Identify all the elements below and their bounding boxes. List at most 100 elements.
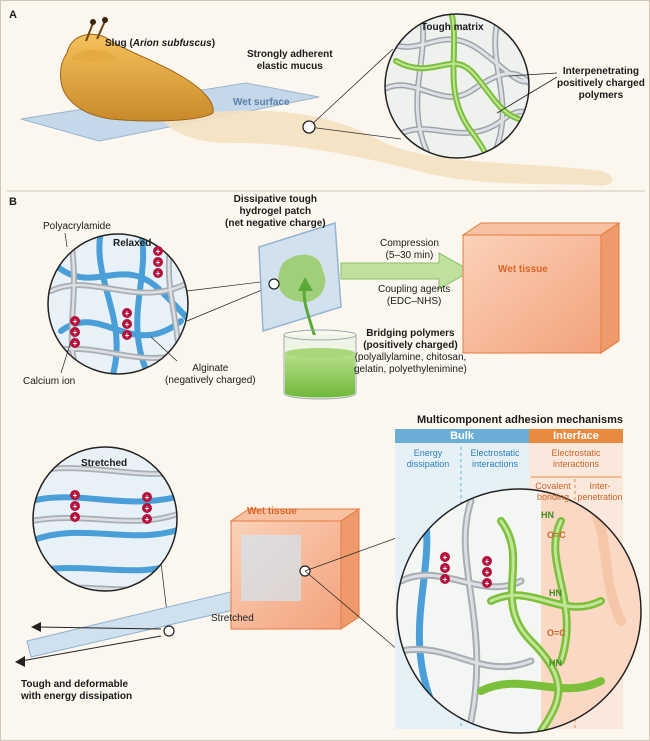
electrostatic-interface-line1: Electrostatic: [551, 448, 601, 458]
panel-a-letter: A: [9, 9, 17, 21]
ion-plus-sign: +: [156, 247, 161, 256]
calcium-ions-relaxed: +++++++++: [70, 246, 163, 348]
wet-tissue-label: Wet tissue: [498, 264, 548, 275]
electrostatic-interface-line2: interactions: [552, 459, 600, 469]
tough-deformable-line1: Tough and deformable: [21, 679, 129, 690]
ion-plus-sign: +: [73, 328, 78, 337]
interpenetration-label: Inter-penetration: [577, 481, 623, 503]
ion-plus-sign: +: [125, 309, 130, 318]
compression-label-line2: (5–30 min): [385, 250, 434, 261]
bulk-header-bar: [395, 429, 529, 443]
electrostatic-bulk-line2: interactions: [471, 459, 519, 469]
coupling-label: Coupling agents(EDC–NHS): [378, 284, 450, 308]
ion-plus-sign: +: [73, 339, 78, 348]
zoom-marker-patch: [268, 278, 280, 290]
bulk-header: Bulk: [450, 430, 474, 442]
alginate-label: Alginate(negatively charged): [165, 363, 256, 387]
ion-plus-sign: +: [443, 553, 448, 562]
electrostatic-bulk-line1: Electrostatic: [470, 448, 520, 458]
slug-label-suffix: ): [211, 38, 216, 49]
mucus-label-line2: elastic mucus: [256, 61, 323, 72]
covalent-line1: Covalent: [535, 481, 571, 491]
amide-oc-2: O=C: [547, 628, 566, 638]
interpenetrating-line1: Interpenetrating: [562, 66, 639, 77]
tough-matrix-label: Tough matrix: [421, 22, 484, 33]
ion-plus-sign: +: [73, 513, 78, 522]
slug-label-prefix: Slug (: [105, 38, 133, 49]
calcium-ion-label: Calcium ion: [23, 376, 76, 387]
relaxed-label: Relaxed: [113, 238, 152, 249]
interpenetrating-line3: polymers: [578, 90, 624, 101]
ion-plus-sign: +: [485, 568, 490, 577]
zoom-marker-stretched: [163, 625, 175, 637]
ion-plus-sign: +: [156, 258, 161, 267]
alginate-label-line2: (negatively charged): [165, 375, 256, 386]
interpenetration-line1: Inter-: [589, 481, 611, 491]
mucus-label-line1: Strongly adherent: [247, 49, 333, 60]
wet-tissue-block: [461, 222, 621, 354]
ion-plus-sign: +: [73, 502, 78, 511]
panel-b-letter: B: [9, 196, 17, 208]
polyacrylamide-label: Polyacrylamide: [43, 221, 111, 232]
ion-plus-sign: +: [145, 504, 150, 513]
wet-surface-label: Wet surface: [233, 97, 290, 108]
interface-header: Interface: [553, 430, 599, 442]
mucus-trail: [161, 110, 613, 186]
adhesion-detail-circle: [397, 489, 641, 733]
slug-illustration: [60, 17, 214, 122]
energy-line2: dissipation: [406, 459, 450, 469]
bridging-label-line1: Bridging polymers: [366, 328, 455, 339]
wet-tissue-label-2: Wet tissue: [247, 506, 297, 517]
ion-plus-sign: +: [443, 575, 448, 584]
ion-plus-sign: +: [125, 320, 130, 329]
ion-plus-sign: +: [145, 515, 150, 524]
covalent-line2: bonding: [536, 492, 570, 502]
compression-label: Compression(5–30 min): [380, 238, 439, 262]
stretched-circle-label: Stretched: [81, 458, 128, 469]
amide-hn-mid: HN: [549, 588, 562, 598]
ion-plus-sign: +: [73, 317, 78, 326]
amide-oc-1: O=C: [547, 530, 566, 540]
coupling-label-line1: Coupling agents: [378, 284, 451, 295]
relaxed-network-circle: [48, 234, 188, 374]
beaker: [283, 329, 357, 400]
ion-plus-sign: +: [485, 557, 490, 566]
ion-plus-sign: +: [485, 579, 490, 588]
bridging-label-line4: gelatin, polyethylenimine): [354, 364, 467, 375]
coupling-label-line2: (EDC–NHS): [386, 296, 442, 307]
ion-plus-sign: +: [156, 269, 161, 278]
tough-matrix-circle: [385, 14, 529, 158]
slug-species: Arion subfuscus: [132, 38, 212, 49]
amide-hn-top: HN: [541, 510, 554, 520]
zoom-marker-a: [302, 120, 316, 134]
calcium-ions-detail: + + + + + +: [440, 552, 492, 588]
calcium-ions-stretched: ++++++: [70, 490, 152, 524]
slug-label: Slug (Arion subfuscus): [105, 38, 215, 50]
patch-label-line2: hydrogel patch: [239, 206, 312, 217]
mechanisms-title: Multicomponent adhesion mechanisms: [417, 414, 623, 426]
energy-line1: Energy: [413, 448, 443, 458]
patch-label-line3: (net negative charge): [225, 218, 326, 229]
patch-label-line1: Dissipative tough: [233, 194, 317, 205]
interpenetration-line2: penetration: [577, 492, 623, 502]
bridging-label-line3: (polyallylamine, chitosan,: [354, 352, 467, 363]
ion-plus-sign: +: [145, 493, 150, 502]
wet-tissue-block-2: [229, 508, 361, 630]
alginate-label-line1: Alginate: [192, 363, 229, 374]
ion-plus-sign: +: [443, 564, 448, 573]
amide-hn-bot: HN: [549, 658, 562, 668]
interpenetrating-line2: positively charged: [557, 78, 645, 89]
tough-deformable-line2: with energy dissipation: [21, 691, 133, 702]
bridging-label-line2: (positively charged): [363, 340, 458, 351]
stretched-arrow-label: Stretched: [211, 613, 254, 624]
interface-header-bar: [529, 429, 623, 443]
